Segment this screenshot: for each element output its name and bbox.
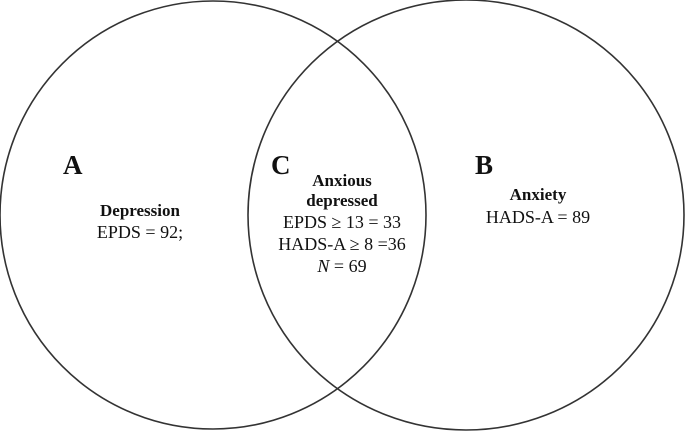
depression-circle xyxy=(0,0,427,430)
region-c-title-line1: Anxious xyxy=(312,171,372,190)
region-c-label: Anxious depressed EPDS ≥ 13 = 33 HADS-A … xyxy=(262,172,422,275)
region-c-letter: C xyxy=(271,150,291,180)
region-c-value-line1: EPDS ≥ 13 = 33 xyxy=(282,212,402,232)
anxiety-circle xyxy=(247,0,685,431)
region-a-letter: A xyxy=(63,150,83,180)
region-a-title: Depression xyxy=(100,201,180,220)
region-b-label: Anxiety HADS-A = 89 xyxy=(468,186,608,226)
region-b-title: Anxiety xyxy=(509,185,567,204)
region-c-n: N = 69 xyxy=(262,257,422,275)
region-c-value-line2: HADS-A ≥ 8 =36 xyxy=(278,234,406,254)
region-b-value: HADS-A = 89 xyxy=(485,207,591,227)
region-b-letter: B xyxy=(475,150,494,180)
region-a-label: Depression EPDS = 92; xyxy=(80,202,200,241)
region-a-value: EPDS = 92; xyxy=(96,222,184,242)
region-c-title-line2: depressed xyxy=(306,191,378,210)
region-c-n-value: = 69 xyxy=(329,256,367,276)
region-c-n-symbol: N xyxy=(317,256,330,276)
